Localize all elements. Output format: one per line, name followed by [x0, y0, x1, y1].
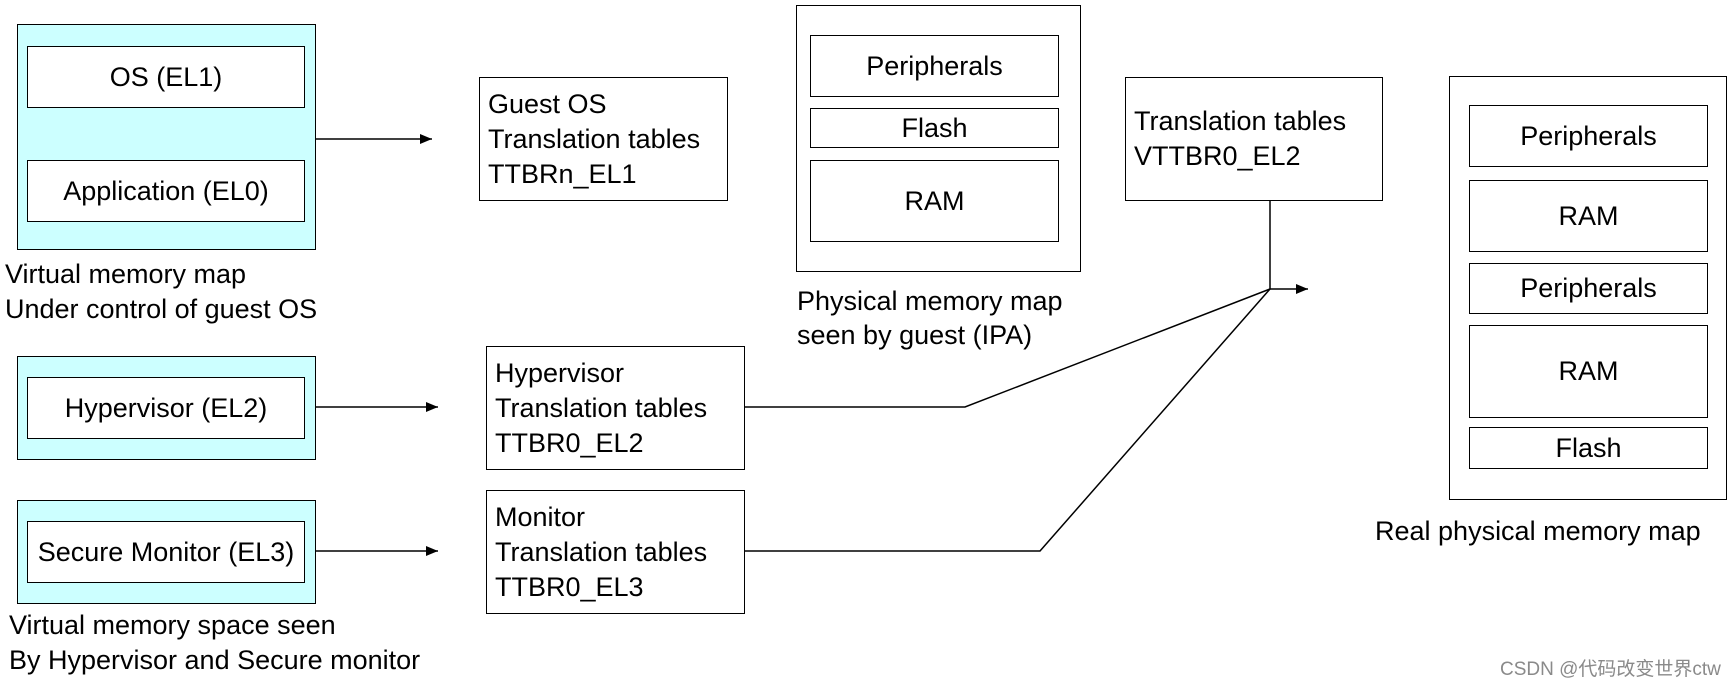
- mon-tables-line2: Translation tables: [495, 536, 708, 567]
- application-el0-box: Application (EL0): [27, 160, 305, 222]
- real-ram-region-2: RAM: [1469, 325, 1708, 418]
- guest-os-translation-tables: Guest OS Translation tables TTBRn_EL1: [479, 77, 728, 201]
- os-el1-box: OS (EL1): [27, 46, 305, 108]
- hypervisor-el2-box: Hypervisor (EL2): [27, 377, 305, 439]
- monitor-translation-tables: Monitor Translation tables TTBR0_EL3: [486, 490, 745, 614]
- ipa-ram-region: RAM: [810, 160, 1059, 242]
- guest-map-caption-line1: Virtual memory map: [5, 259, 247, 289]
- real-flash-region: Flash: [1469, 427, 1708, 469]
- ipa-flash-region: Flash: [810, 108, 1059, 148]
- guest-tables-line1: Guest OS: [488, 88, 607, 119]
- stage2-tables-line1: Translation tables: [1134, 106, 1347, 136]
- guest-map-caption-line2: Under control of guest OS: [5, 294, 318, 324]
- secure-monitor-el3-box: Secure Monitor (EL3): [27, 521, 305, 583]
- hyp-tables-line2: Translation tables: [495, 392, 708, 423]
- real-ram-region-1: RAM: [1469, 180, 1708, 252]
- csdn-watermark: CSDN @代码改变世界ctw: [1500, 659, 1721, 680]
- bottom-caption-line1: Virtual memory space seen: [9, 610, 336, 640]
- line-mon-tables-to-junction: [672, 288, 1271, 552]
- stage2-tables-line2: VTTBR0_EL2: [1134, 141, 1301, 171]
- ipa-map-caption-line1: Physical memory map: [797, 286, 1063, 316]
- ipa-map-caption-line2: seen by guest (IPA): [797, 320, 1033, 350]
- real-peripherals-region-2: Peripherals: [1469, 263, 1708, 314]
- mon-tables-line3: TTBR0_EL3: [495, 571, 644, 602]
- real-map-caption: Real physical memory map: [1375, 516, 1701, 546]
- hyp-tables-line1: Hypervisor: [495, 357, 625, 388]
- guest-tables-line3: TTBRn_EL1: [488, 158, 637, 189]
- ipa-peripherals-region: Peripherals: [810, 35, 1059, 97]
- hyp-tables-line3: TTBR0_EL2: [495, 427, 644, 458]
- stage2-translation-tables: Translation tables VTTBR0_EL2: [1125, 77, 1383, 201]
- hypervisor-translation-tables: Hypervisor Translation tables TTBR0_EL2: [486, 346, 745, 470]
- mon-tables-line1: Monitor: [495, 501, 586, 532]
- guest-tables-line2: Translation tables: [488, 123, 701, 154]
- real-peripherals-region-1: Peripherals: [1469, 105, 1708, 167]
- line-hyp-tables-to-junction: [672, 288, 1271, 408]
- bottom-caption-line2: By Hypervisor and Secure monitor: [9, 645, 421, 675]
